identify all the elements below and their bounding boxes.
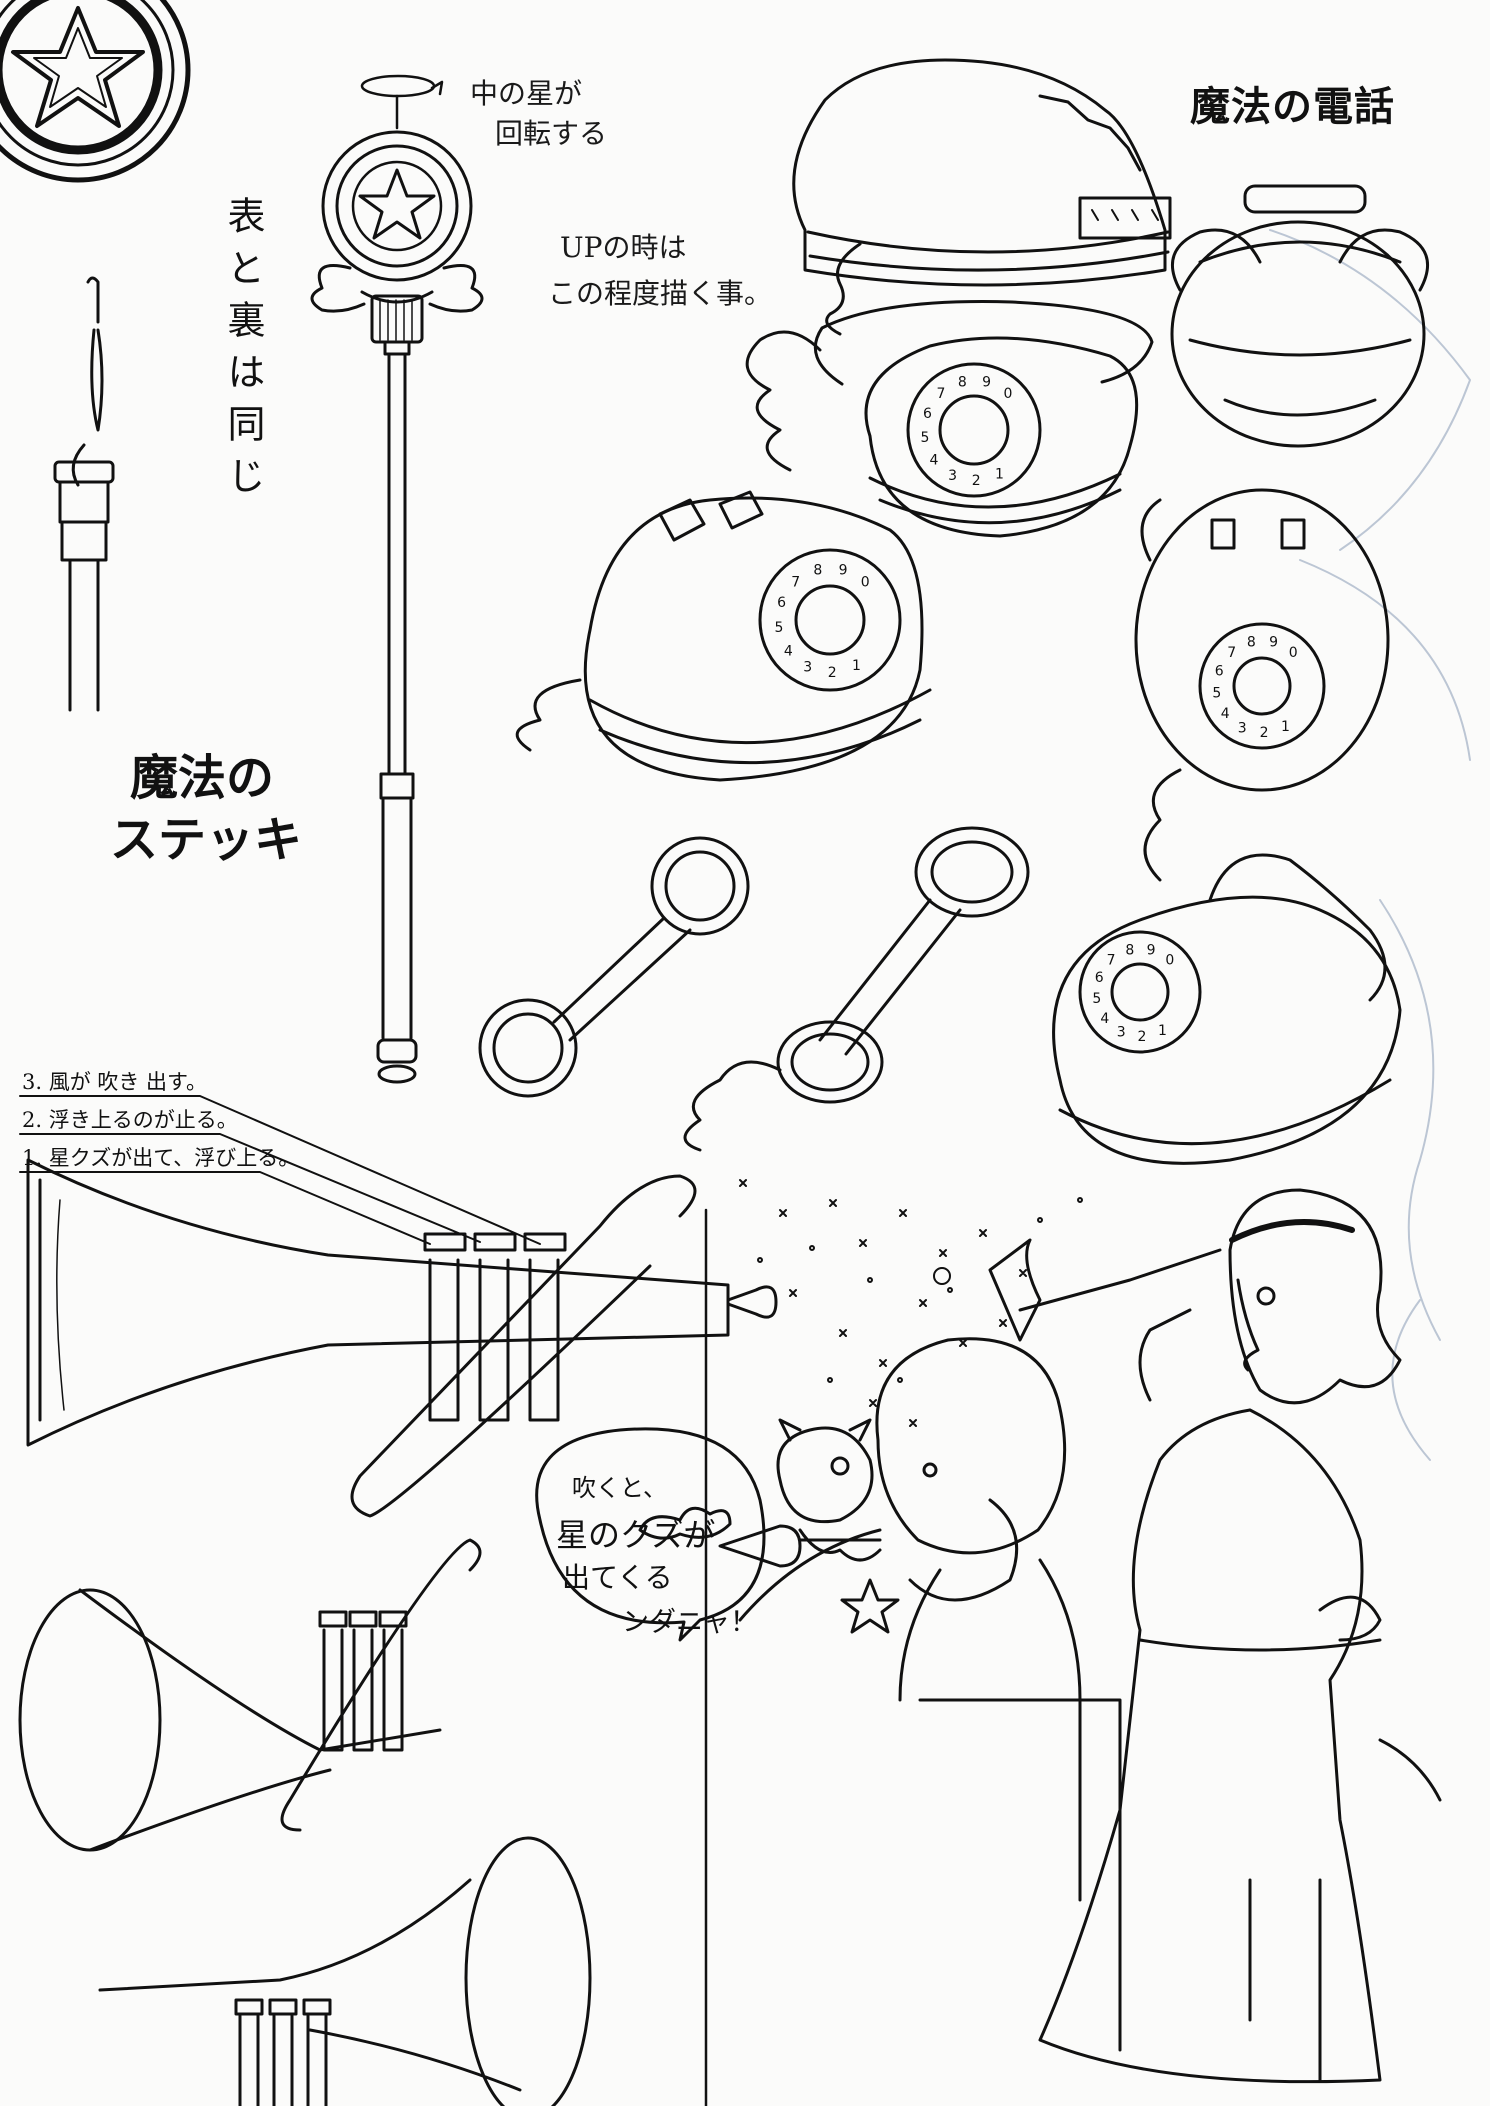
magic-phone-rotary-upper [745, 300, 1154, 538]
magic-phone-title: 魔法の電話 [1190, 84, 1395, 130]
dial-digit: 1 [1158, 1023, 1167, 1039]
dial-digit: 0 [1289, 645, 1298, 661]
dial-digit: 7 [791, 574, 800, 590]
dial-digit: 3 [948, 468, 957, 484]
dial-digit: 5 [775, 620, 784, 636]
speech-bubble-line4: ンダニャ！ [622, 1607, 757, 1638]
cat-mascot [776, 1418, 900, 1634]
star-emblem [0, 0, 191, 183]
girl-playing-trumpet [988, 1188, 1442, 2084]
speech-bubble-line2: 星のクズが [556, 1516, 716, 1554]
magic-stick [310, 74, 484, 1084]
dial-digit: 8 [813, 563, 822, 579]
dial-digit: 1 [852, 658, 861, 674]
note-star-rotates-line2: 回転する [495, 117, 608, 150]
star-dust [739, 1179, 1083, 1427]
dial-digit: 3 [803, 660, 812, 676]
dial-digit: 7 [1107, 952, 1116, 968]
note-star-rotates-line1: 中の星が [470, 77, 583, 110]
dial-digit: 1 [1281, 719, 1290, 735]
magic-trumpet-medium [18, 1538, 482, 1852]
magic-phone-handset-left [478, 836, 750, 1098]
magic-phone-rotary-lower [515, 490, 932, 782]
dial-digit: 4 [930, 452, 939, 468]
dial-digit: 2 [972, 473, 981, 489]
trumpet-step-1: 1. 星クズが出て、浮び上る。 [22, 1146, 300, 1170]
magic-phone-handset-right [683, 826, 1030, 1152]
speech-bubble-line3: 出てくる [562, 1561, 673, 1594]
dial-digit: 8 [1125, 942, 1134, 958]
dial-digit: 6 [923, 406, 932, 422]
speech-bubble [535, 1427, 766, 1642]
magic-trumpet-large [26, 1158, 778, 1518]
step-arrows [19, 1095, 541, 1245]
magic-stick-title-line1: 魔法の [130, 750, 275, 806]
dial-digit: 6 [1215, 663, 1224, 679]
dial-digit: 1 [995, 466, 1004, 482]
dial-digit: 7 [937, 386, 946, 402]
faint-background-sketch [1269, 229, 1471, 1461]
dial-digit: 9 [1269, 634, 1278, 650]
note-closeup-line2: この程度描く事。 [548, 277, 773, 310]
dial-digit: 2 [1260, 725, 1269, 741]
dial-digit: 5 [1212, 685, 1221, 701]
speech-bubble-line1: 吹くと、 [572, 1474, 668, 1502]
dial-digit: 0 [1004, 386, 1013, 402]
dial-digit: 9 [1147, 942, 1156, 958]
dial-digit: 7 [1227, 645, 1236, 661]
magic-trumpet-small [98, 1836, 592, 2106]
dial-digit: 2 [828, 665, 837, 681]
dial-digit: 4 [784, 644, 793, 660]
trumpet-step-2: 2. 浮き上るのが止る。 [22, 1108, 238, 1132]
dial-digit: 6 [1095, 970, 1104, 986]
magic-phone-side-view [792, 58, 1172, 336]
dial-digit: 8 [958, 375, 967, 391]
note-front-back-same: 表と裏は同じ [221, 196, 265, 508]
magic-phone-front-view [1134, 488, 1390, 792]
dial-digit: 4 [1221, 706, 1230, 722]
dial-digit: 9 [839, 563, 848, 579]
dial-digit: 5 [1092, 991, 1101, 1007]
note-closeup-line1: UPの時は [560, 231, 687, 264]
dial-digit: 0 [1165, 952, 1174, 968]
dial-digit: 4 [1100, 1011, 1109, 1027]
dial-digit: 3 [1238, 720, 1247, 736]
dial-digit: 5 [921, 430, 930, 446]
dial-digit: 8 [1247, 634, 1256, 650]
magic-stick-title-line2: ステッキ [110, 812, 303, 868]
dial-digit: 2 [1138, 1029, 1147, 1045]
magic-phone-rotary-angled [1052, 768, 1402, 1165]
stick-detail-sketch [53, 276, 115, 712]
trumpet-step-3: 3. 風が 吹き 出す。 [22, 1070, 207, 1094]
dial-digit: 6 [777, 595, 786, 611]
dial-digit: 3 [1117, 1025, 1126, 1041]
dial-digit: 9 [982, 375, 991, 391]
magic-phone-back-view [1170, 184, 1429, 448]
dial-digit: 0 [861, 574, 870, 590]
boy-playing-trumpet [638, 1337, 1122, 2052]
